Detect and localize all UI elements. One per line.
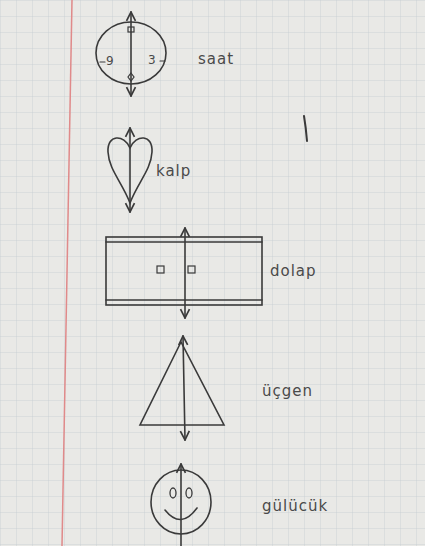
clock-number: 3	[148, 54, 156, 66]
object-name: gülücük	[262, 499, 328, 514]
symmetry-axis	[180, 464, 182, 546]
cabinet-line	[106, 299, 262, 301]
triangle-shape	[140, 342, 224, 425]
clock-tick	[160, 60, 165, 61]
symmetry-axis	[184, 228, 186, 318]
object-name: saat	[198, 52, 234, 67]
pencil-mark	[304, 116, 307, 141]
smiley-eye	[186, 488, 192, 498]
symmetry-axis	[183, 336, 185, 440]
smiley-eye	[170, 488, 176, 498]
cabinet-knob	[188, 266, 195, 273]
clock-mark	[128, 27, 134, 32]
cabinet-outline	[106, 237, 262, 305]
object-name: kalp	[156, 164, 191, 179]
clock-tick	[100, 61, 105, 62]
smiley-mouth	[165, 508, 197, 520]
clock-mark	[128, 73, 134, 81]
margin-line	[62, 0, 72, 546]
object-name: dolap	[270, 264, 317, 279]
clock-number: 9	[106, 55, 114, 67]
cabinet-line	[106, 241, 262, 243]
object-name: üçgen	[262, 384, 313, 399]
cabinet-knob	[157, 266, 164, 273]
symmetry-axis	[129, 128, 131, 212]
symmetry-axis	[130, 12, 132, 96]
